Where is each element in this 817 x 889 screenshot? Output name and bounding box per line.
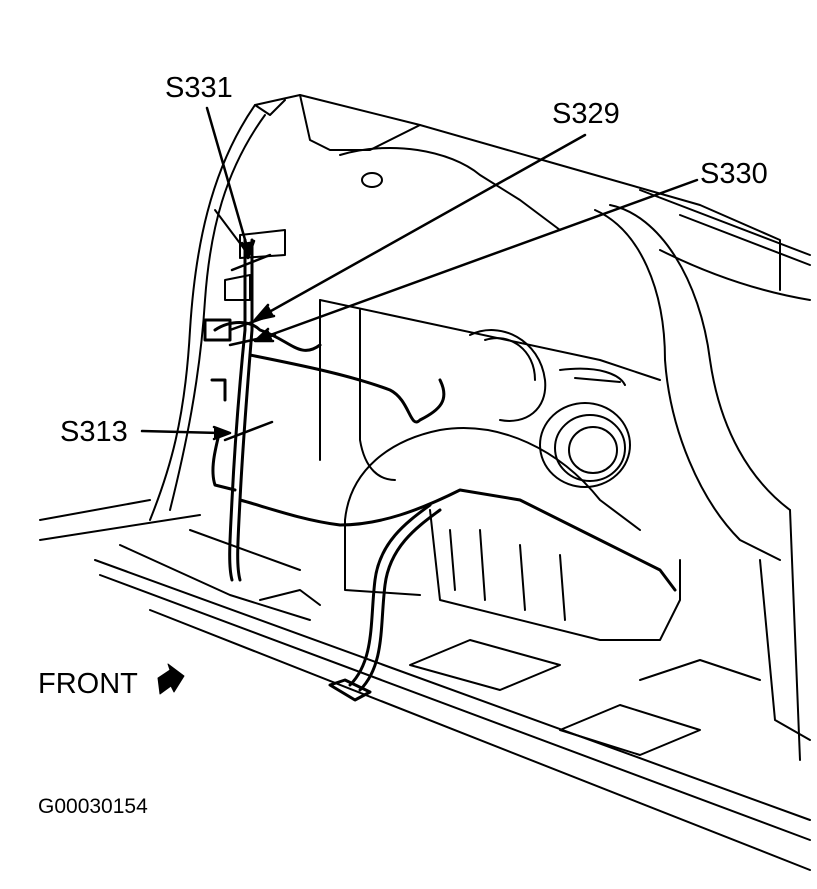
arrow-icon [157,663,185,695]
wiring-harness [203,238,677,702]
callout-s331: S331 [165,72,233,104]
figure-id: G00030154 [38,795,148,818]
leader-s331 [205,106,250,252]
speaker [539,402,631,488]
front-label: FRONT [38,668,138,700]
wheel-well [344,427,641,531]
leader-lines [140,106,699,441]
callout-s330: S330 [700,158,768,190]
callout-s329: S329 [552,98,620,130]
leader-s330 [260,178,699,340]
splice-marks [223,253,277,442]
callout-s313: S313 [60,416,128,448]
leader-s329 [260,133,587,318]
leader-s313 [140,429,222,435]
floor [39,499,151,521]
rear-wall [319,299,661,381]
right-pillar [594,209,781,561]
